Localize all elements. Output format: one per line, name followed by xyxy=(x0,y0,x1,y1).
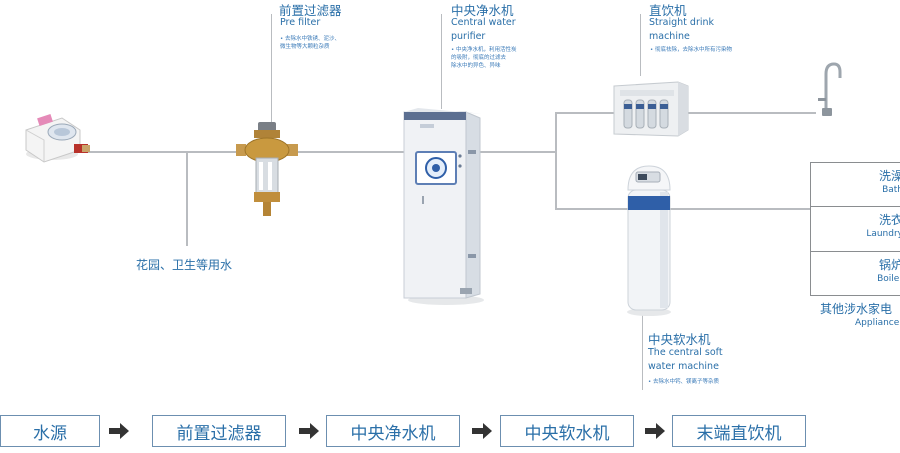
appliance-bath-cn: 洗澡 xyxy=(878,169,900,183)
softener-note: • 去除水中钙、镁离子等杂质 xyxy=(648,379,719,385)
water-meter-image xyxy=(25,114,90,163)
pre-filter-image xyxy=(236,122,298,216)
appliance-title-cn: 其他涉水家电 xyxy=(820,302,893,316)
appliance-laundry-en: Laundry xyxy=(866,229,900,239)
flow-step-central-purifier: 中央净水机 xyxy=(326,415,460,447)
central-purifier-image xyxy=(403,108,484,305)
flow-step-pre-filter: 前置过滤器 xyxy=(152,415,286,447)
appliance-laundry-cn: 洗衣 xyxy=(878,213,900,227)
drink-out-pipe xyxy=(686,112,816,114)
drink-machine-title: 直饮机 xyxy=(649,3,687,18)
appliance-boiler-box: 锅炉 Boiler xyxy=(810,251,900,296)
flow-arrow-icon xyxy=(472,423,492,439)
flow-step-drink-machine: 末端直饮机 xyxy=(672,415,806,447)
softener-pipe xyxy=(555,208,810,210)
split-vertical-pipe xyxy=(555,112,557,210)
appliance-bath-en: Bath xyxy=(882,185,900,195)
purifier-title: 中央净水机 xyxy=(451,3,514,18)
pre-filter-english: Pre filter xyxy=(280,17,321,28)
pre-filter-title: 前置过滤器 xyxy=(279,3,342,18)
faucet-image xyxy=(818,62,842,116)
garden-water-label: 花园、卫生等用水 xyxy=(136,258,233,272)
pre-filter-note: • 去除水中铁锈、泥沙、 微生物等大颗粒杂质 xyxy=(280,36,340,50)
flow-arrow-icon xyxy=(299,423,319,439)
softener-image xyxy=(627,165,671,316)
drink-pipe xyxy=(555,112,615,114)
garden-branch-pipe xyxy=(186,151,188,246)
appliance-boiler-cn: 锅炉 xyxy=(878,258,900,272)
purifier-note: • 中央净水机，利用活性炭 的吸附，彻底的过滤去 除水中的异色、异味 xyxy=(451,47,517,69)
softener-english: The central soft water machine xyxy=(648,347,723,372)
softener-title: 中央软水机 xyxy=(648,332,711,347)
appliance-bath-box: 洗澡 Bath xyxy=(810,162,900,207)
pre-filter-leader-line xyxy=(271,14,272,132)
flow-arrow-icon xyxy=(645,423,665,439)
drink-leader-line xyxy=(640,14,641,76)
main-pipe xyxy=(80,151,556,153)
flow-arrow-icon xyxy=(109,423,129,439)
drink-machine-english: Straight drink machine xyxy=(649,17,715,42)
purifier-english: Central water purifier xyxy=(451,17,516,42)
drink-machine-image xyxy=(613,81,689,137)
appliance-boiler-en: Boiler xyxy=(877,274,900,284)
softener-leader-line xyxy=(642,300,643,390)
appliance-laundry-box: 洗衣 Laundry xyxy=(810,206,900,252)
flow-step-softener: 中央软水机 xyxy=(500,415,634,447)
drink-machine-note: • 彻底祛除，去除水中所有污染物 xyxy=(650,47,732,53)
appliance-title-en: Appliance xyxy=(855,318,900,328)
purifier-leader-line xyxy=(441,14,442,109)
flow-step-water-source: 水源 xyxy=(0,415,100,447)
